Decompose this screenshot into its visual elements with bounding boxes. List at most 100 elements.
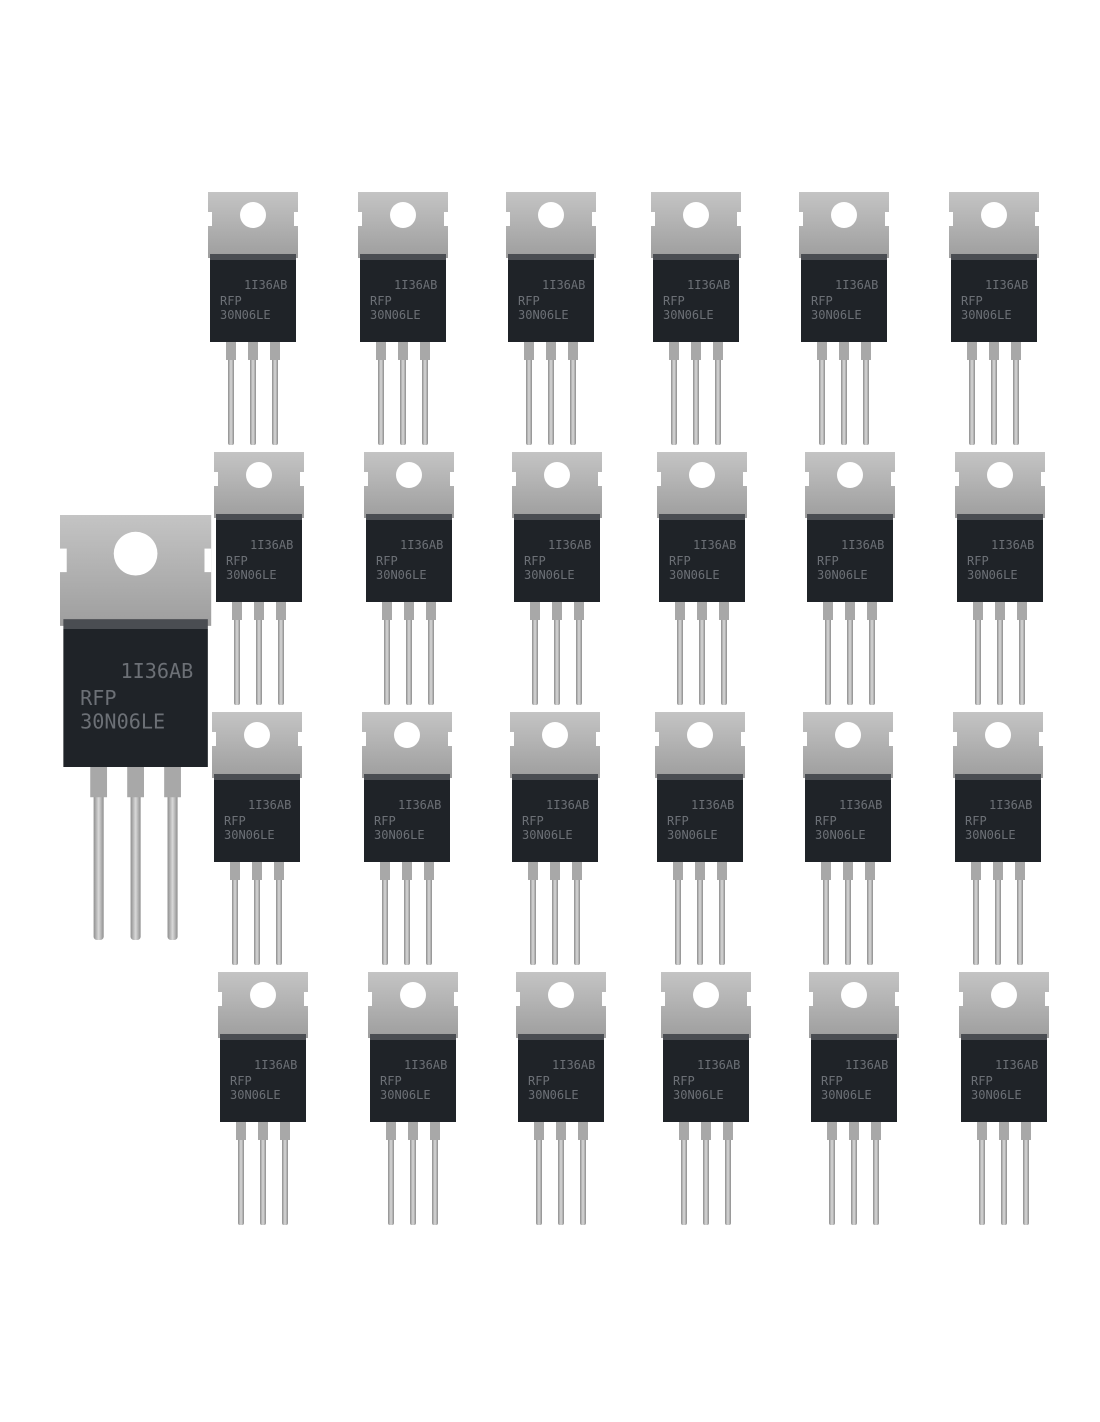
marking-lot: 1I36AB — [394, 278, 438, 292]
transistor-body: 1I36AB RFP 30N06LE — [955, 774, 1041, 862]
lead-source — [717, 862, 727, 965]
transistor-body: 1I36AB RFP 30N06LE — [957, 514, 1043, 602]
marking-part: 30N06LE — [669, 568, 720, 582]
marking-brand: RFP — [522, 814, 544, 828]
marking-part: 30N06LE — [961, 308, 1012, 322]
marking-brand: RFP — [821, 1074, 843, 1088]
marking-brand: RFP — [667, 814, 689, 828]
transistor-small: 1I36AB RFP 30N06LE — [212, 712, 302, 967]
heatsink-tab — [959, 972, 1049, 1038]
transistor-body: 1I36AB RFP 30N06LE — [216, 514, 302, 602]
transistor-small: 1I36AB RFP 30N06LE — [512, 452, 602, 707]
heatsink-tab — [510, 712, 600, 778]
lead-gate — [967, 342, 977, 445]
marking-part: 30N06LE — [376, 568, 427, 582]
transistor-body: 1I36AB RFP 30N06LE — [659, 514, 745, 602]
lead-source — [1015, 862, 1025, 965]
mounting-hole — [548, 982, 574, 1008]
transistor-large: 1I36AB RFP 30N06LE — [60, 515, 212, 943]
marking-part: 30N06LE — [667, 828, 718, 842]
marking-lot: 1I36AB — [839, 798, 883, 812]
transistor-small: 1I36AB RFP 30N06LE — [214, 452, 304, 707]
transistor-body: 1I36AB RFP 30N06LE — [653, 254, 739, 342]
marking-brand: RFP — [224, 814, 246, 828]
marking-brand: RFP — [380, 1074, 402, 1088]
lead-source — [572, 862, 582, 965]
heatsink-tab — [809, 972, 899, 1038]
marking-part: 30N06LE — [971, 1088, 1022, 1102]
marking-brand: RFP — [663, 294, 685, 308]
lead-source — [861, 342, 871, 445]
lead-gate — [386, 1122, 396, 1225]
heatsink-tab — [512, 452, 602, 518]
lead-gate — [821, 862, 831, 965]
transistor-small: 1I36AB RFP 30N06LE — [510, 712, 600, 967]
mounting-hole — [542, 722, 568, 748]
marking-part: 30N06LE — [965, 828, 1016, 842]
lead-gate — [524, 342, 534, 445]
lead-gate — [376, 342, 386, 445]
lead-gate — [673, 862, 683, 965]
mounting-hole — [538, 202, 564, 228]
transistor-body: 1I36AB RFP 30N06LE — [366, 514, 452, 602]
mounting-hole — [841, 982, 867, 1008]
lead-drain — [993, 862, 1003, 965]
marking-part: 30N06LE — [370, 308, 421, 322]
marking-part: 30N06LE — [817, 568, 868, 582]
marking-brand: RFP — [80, 686, 117, 710]
marking-part: 30N06LE — [80, 709, 166, 734]
marking-lot: 1I36AB — [552, 1058, 596, 1072]
lead-source — [280, 1122, 290, 1225]
lead-source — [574, 602, 584, 705]
transistor-body: 1I36AB RFP 30N06LE — [514, 514, 600, 602]
transistor-body: 1I36AB RFP 30N06LE — [220, 1034, 306, 1122]
transistor-small: 1I36AB RFP 30N06LE — [651, 192, 741, 447]
transistor-small: 1I36AB RFP 30N06LE — [516, 972, 606, 1227]
marking-part: 30N06LE — [374, 828, 425, 842]
mounting-hole — [246, 462, 272, 488]
lead-source — [578, 1122, 588, 1225]
transistor-small: 1I36AB RFP 30N06LE — [208, 192, 298, 447]
lead-source — [1011, 342, 1021, 445]
lead-drain — [127, 767, 144, 941]
marking-part: 30N06LE — [663, 308, 714, 322]
heatsink-tab — [655, 712, 745, 778]
lead-source — [164, 767, 181, 941]
marking-brand: RFP — [961, 294, 983, 308]
lead-drain — [845, 602, 855, 705]
mounting-hole — [693, 982, 719, 1008]
transistor-body: 1I36AB RFP 30N06LE — [807, 514, 893, 602]
mounting-hole — [835, 722, 861, 748]
marking-part: 30N06LE — [380, 1088, 431, 1102]
lead-gate — [230, 862, 240, 965]
transistor-body: 1I36AB RFP 30N06LE — [360, 254, 446, 342]
transistor-body: 1I36AB RFP 30N06LE — [811, 1034, 897, 1122]
marking-brand: RFP — [673, 1074, 695, 1088]
transistor-small: 1I36AB RFP 30N06LE — [955, 452, 1045, 707]
heatsink-tab — [212, 712, 302, 778]
heatsink-tab — [657, 452, 747, 518]
heatsink-tab — [949, 192, 1039, 258]
marking-lot: 1I36AB — [546, 798, 590, 812]
marking-lot: 1I36AB — [989, 798, 1033, 812]
marking-lot: 1I36AB — [845, 1058, 889, 1072]
heatsink-tab — [799, 192, 889, 258]
transistor-small: 1I36AB RFP 30N06LE — [362, 712, 452, 967]
lead-drain — [701, 1122, 711, 1225]
lead-source — [1017, 602, 1027, 705]
mounting-hole — [250, 982, 276, 1008]
transistor-small: 1I36AB RFP 30N06LE — [655, 712, 745, 967]
lead-gate — [530, 602, 540, 705]
mounting-hole — [244, 722, 270, 748]
mounting-hole — [991, 982, 1017, 1008]
mounting-hole — [400, 982, 426, 1008]
lead-drain — [258, 1122, 268, 1225]
heatsink-tab — [214, 452, 304, 518]
marking-lot: 1I36AB — [841, 538, 885, 552]
heatsink-tab — [661, 972, 751, 1038]
heatsink-tab — [362, 712, 452, 778]
marking-lot: 1I36AB — [120, 659, 194, 683]
lead-drain — [995, 602, 1005, 705]
lead-gate — [232, 602, 242, 705]
lead-gate — [827, 1122, 837, 1225]
